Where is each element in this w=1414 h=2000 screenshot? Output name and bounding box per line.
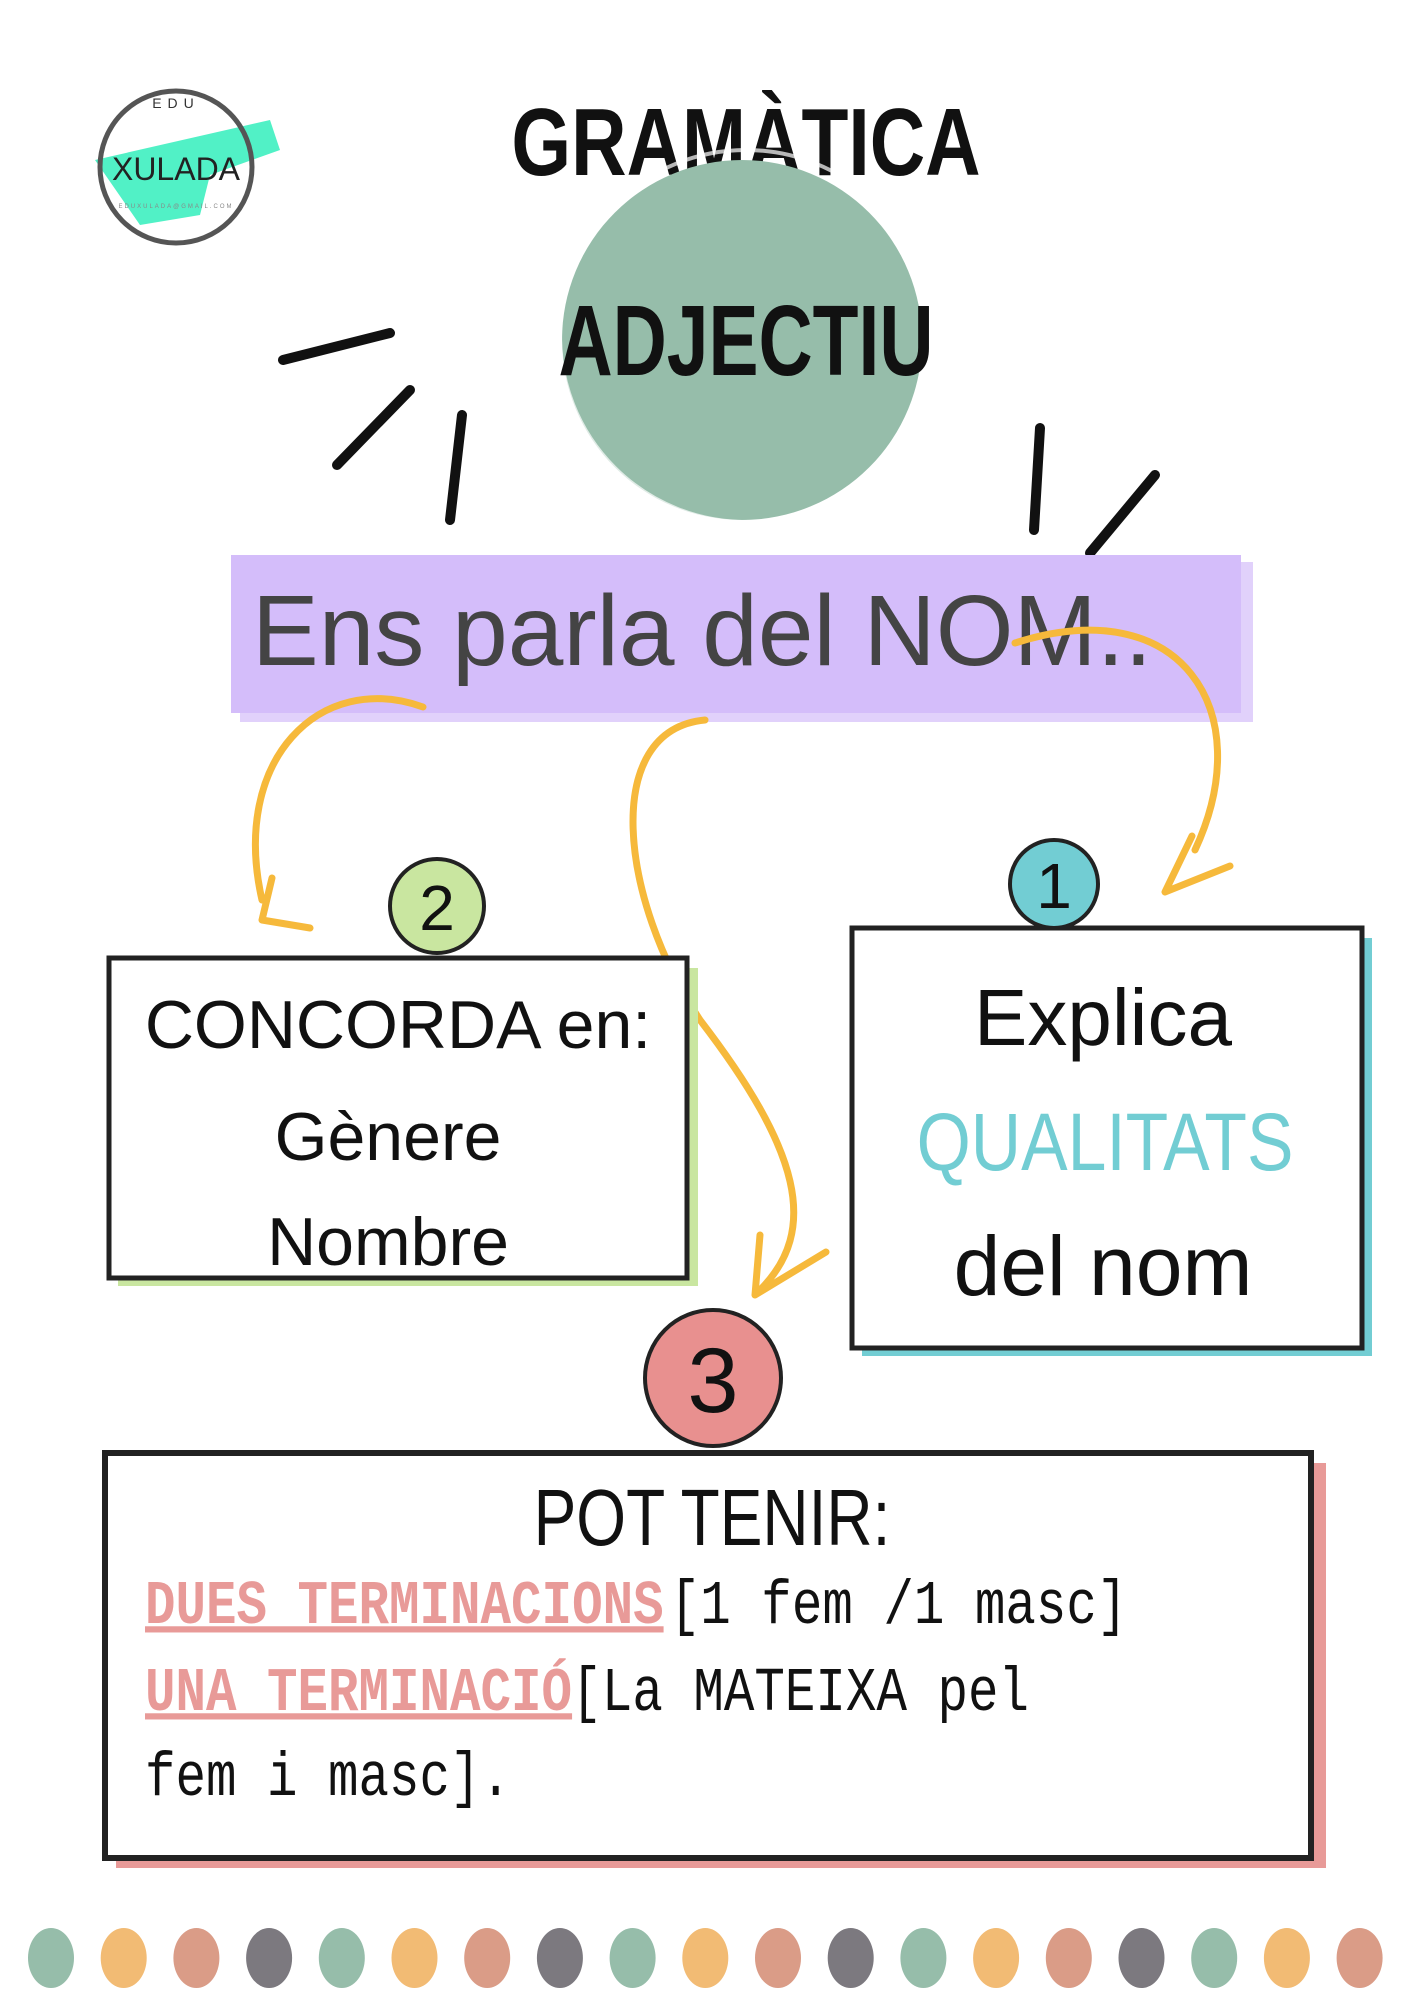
decorative-dot [246,1928,293,1988]
badge-2-number: 2 [419,872,455,944]
arrow-head-icon [258,874,314,932]
decorative-dot [1191,1928,1238,1988]
explica-text: Explica [974,973,1232,1062]
decorative-dot [900,1928,947,1988]
banner-text: Ens parla del NOM.. [252,575,1152,687]
decorative-dot [827,1928,874,1988]
decorative-dot [1118,1928,1165,1988]
decorative-dot [682,1928,729,1988]
del-nom-text: del nom [954,1219,1253,1313]
pot-tenir-box [102,1450,1314,1861]
decorative-dot [28,1928,74,1988]
decorative-dot [464,1928,511,1988]
decorative-dot [391,1928,438,1988]
topic-label: ADJECTIU [559,284,934,396]
decorative-dot [1263,1928,1310,1988]
logo: EDU XULADA EDUXULADA@GMAIL.COM [95,88,280,246]
topic-circle [562,160,922,520]
una-terminacio-detail-cont: fem i masc]. [145,1745,511,1815]
badge-3-number: 3 [687,1330,738,1432]
badge-1 [1008,838,1100,930]
badge-2 [388,857,486,955]
nombre-text: Nombre [267,1204,509,1280]
arrow-head-icon [751,1231,830,1299]
concorda-heading: CONCORDA en: [145,987,651,1063]
arrow-head-icon [1161,832,1234,896]
decorative-dot [1336,1928,1383,1988]
decorative-dot [1045,1928,1092,1988]
decorative-dot [173,1928,220,1988]
concorda-box [106,955,690,1281]
arrows [251,626,1234,1299]
dues-terminacions-detail: [1 fem /1 masc] [670,1573,1128,1643]
pot-tenir-heading: POT TENIR: [534,1473,891,1562]
decorative-dot [318,1928,365,1988]
decorative-dot [100,1928,147,1988]
badge-3 [643,1308,783,1448]
logo-email: EDUXULADA@GMAIL.COM [118,204,233,210]
decorative-dot [536,1928,583,1988]
genere-text: Gènere [275,1099,502,1175]
dots-row [28,1928,1383,1988]
arrow-to-2 [251,695,427,904]
qualitats-text: QUALITATS [917,1097,1294,1189]
decorative-dot [973,1928,1020,1988]
una-terminacio-detail: [La MATEIXA pel [571,1660,1029,1730]
decorative-dot [755,1928,801,1988]
logo-top-text: EDU [152,95,200,111]
una-terminacio-term: UNA TERMINACIÓ [145,1658,572,1730]
arrow-to-1 [1011,626,1222,854]
decorative-dot [609,1928,656,1988]
explica-box [849,925,1365,1351]
badge-1-number: 1 [1036,850,1072,922]
arrow-to-3 [629,716,798,1294]
dues-terminacions-term: DUES TERMINACIONS [145,1573,664,1643]
logo-name: XULADA [112,151,241,187]
